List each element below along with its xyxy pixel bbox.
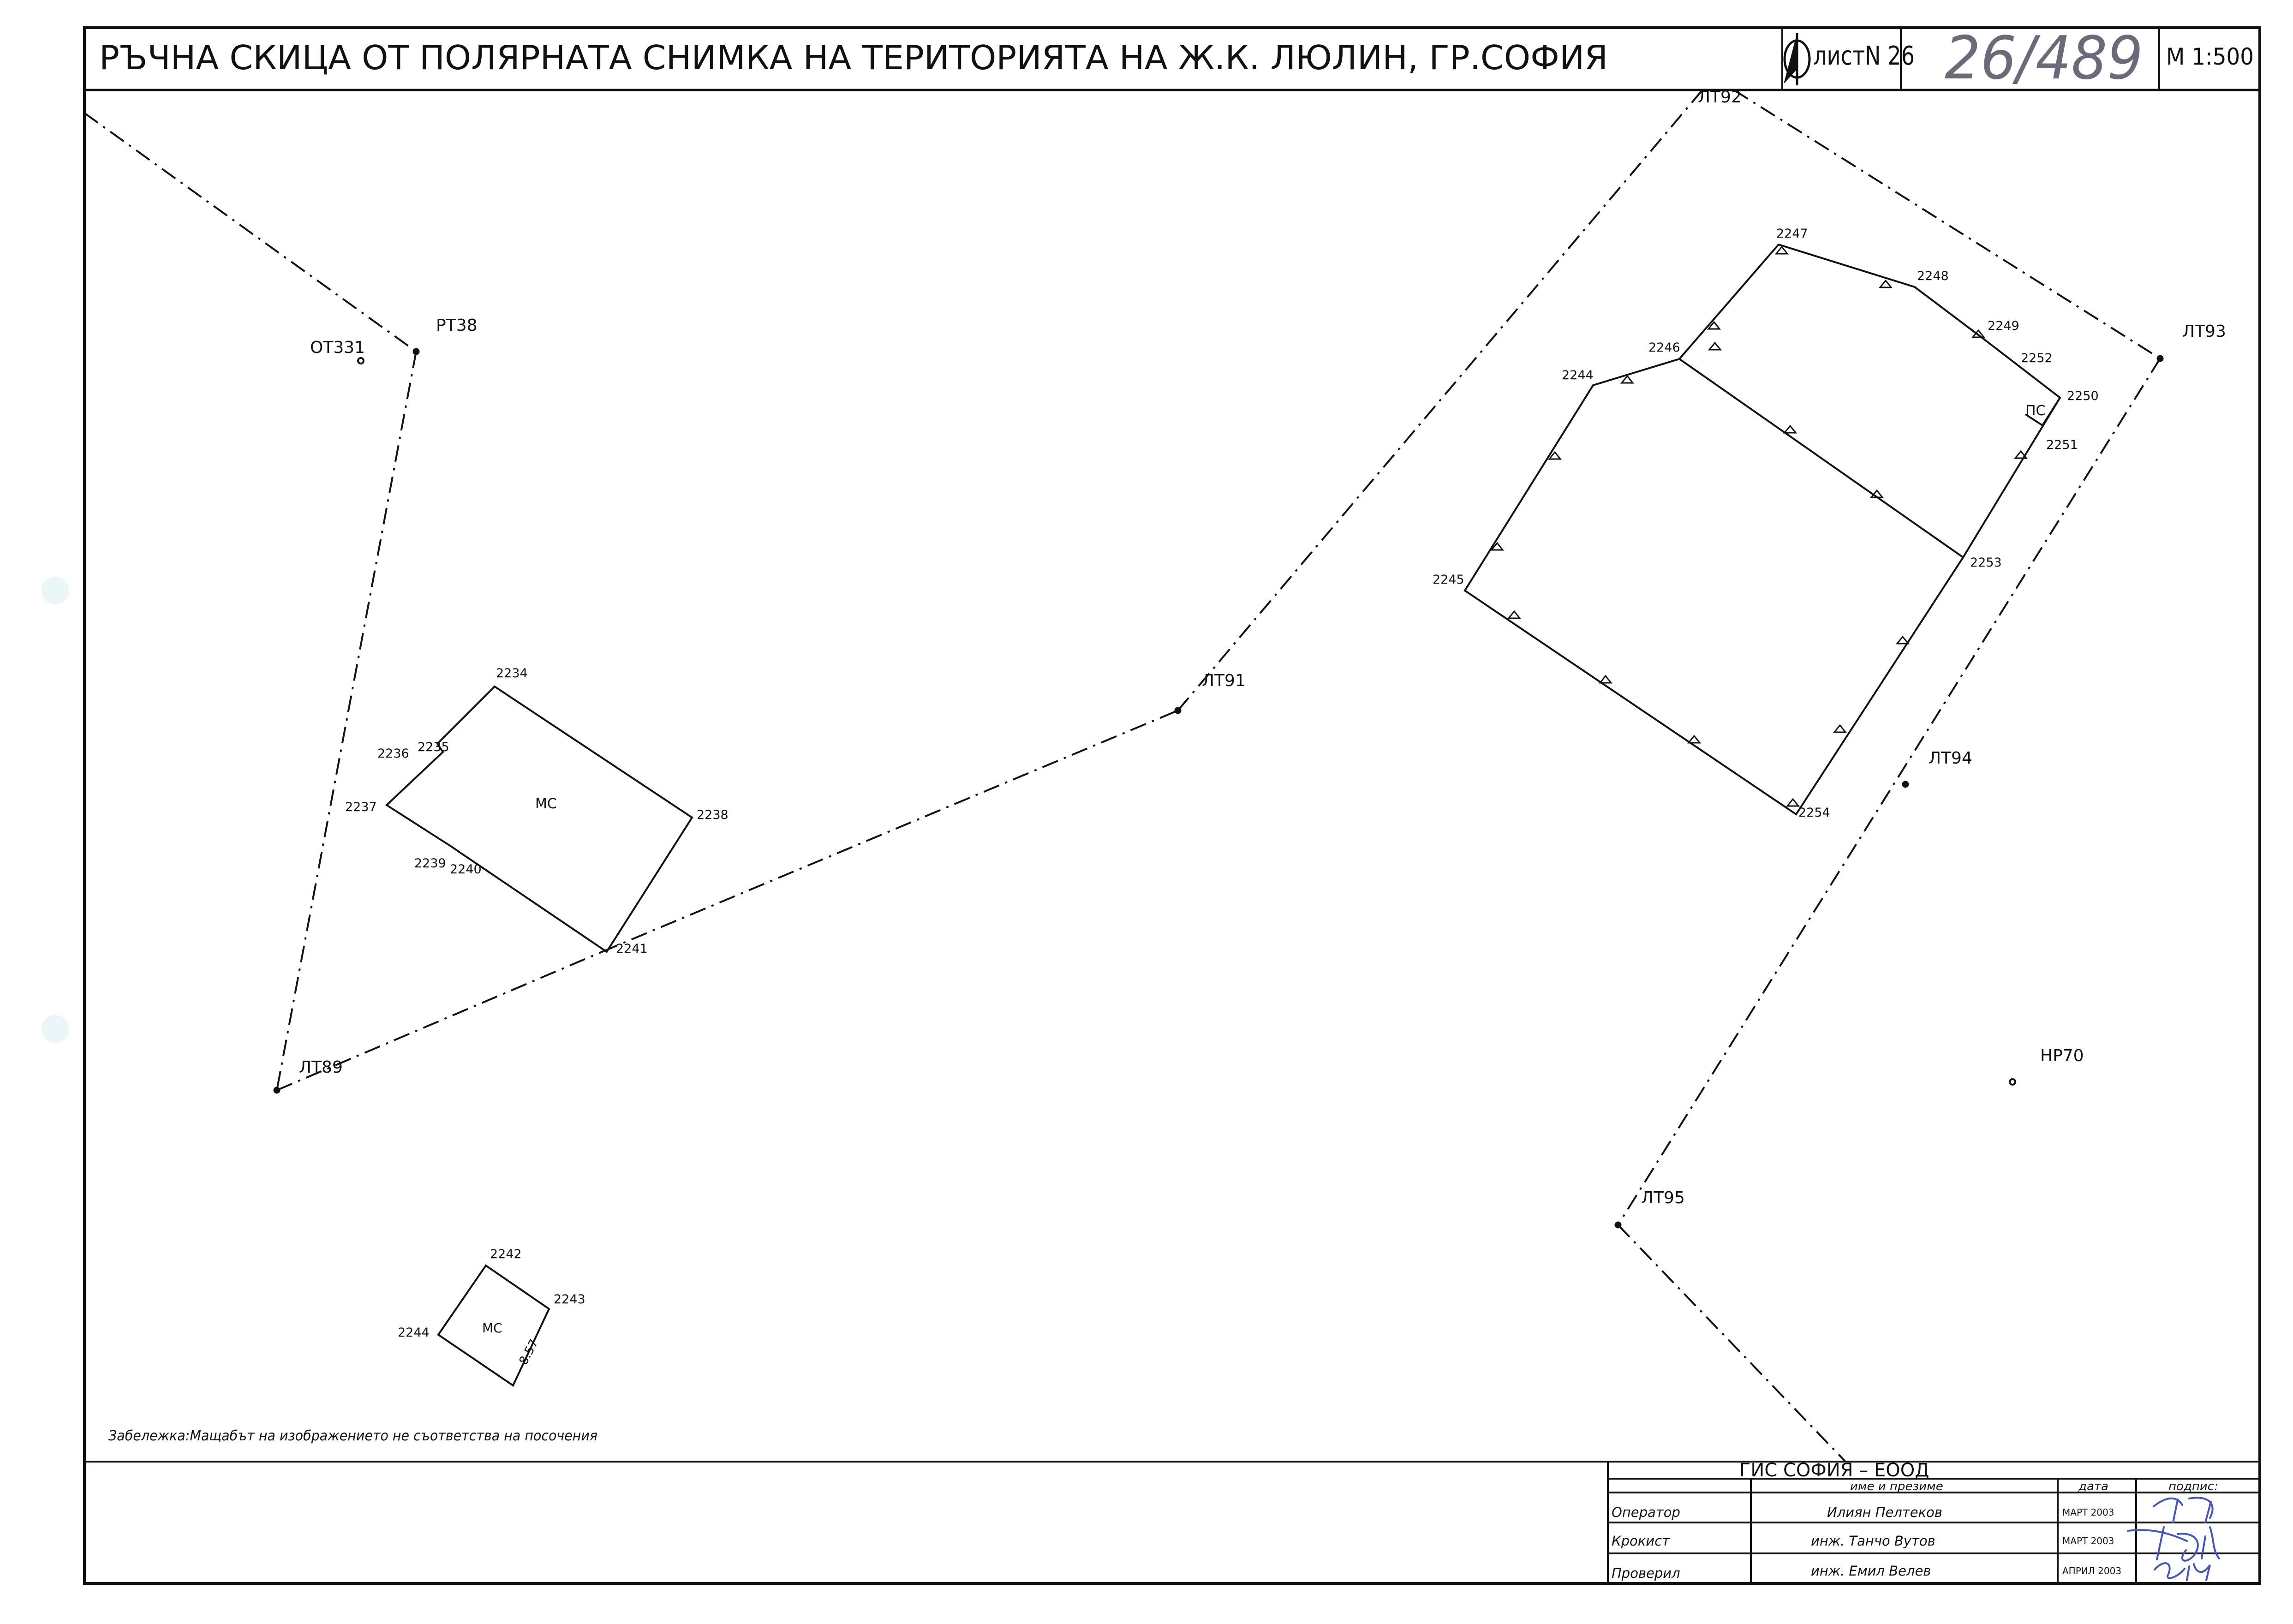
vertex-2243: 2243 <box>554 1292 585 1307</box>
boundary-lt93-lt95 <box>1617 358 2161 1226</box>
signature-checker-icon <box>2154 1562 2211 1581</box>
boundary-lt91-lt92 <box>1177 89 1703 711</box>
label-lt95: ЛТ95 <box>1641 1188 1685 1207</box>
boundary-2241-lt91 <box>602 710 1178 953</box>
vertex-2246: 2246 <box>1648 340 1680 355</box>
boundary-lt89-2241 <box>276 951 603 1091</box>
signature-sketcher-icon <box>2127 1526 2220 1562</box>
row-date-sketcher: МАРТ 2003 <box>2062 1535 2114 1546</box>
vertex-2234: 2234 <box>496 666 528 681</box>
point-lt89-marker <box>273 1087 281 1094</box>
row-name-sketcher: инж. Танчо Вутов <box>1811 1533 1935 1549</box>
scale-label: М 1:500 <box>2166 43 2254 70</box>
label-lt92: ЛТ92 <box>1698 88 1742 107</box>
label-ot331: ОТ331 <box>310 338 365 357</box>
annex-ps-label: ПС <box>2025 403 2046 419</box>
label-lt93: ЛТ93 <box>2182 322 2226 341</box>
survey-points <box>273 348 2164 1229</box>
point-lt91-marker <box>1174 707 1182 714</box>
row-date-checker: АПРИЛ 2003 <box>2062 1565 2121 1576</box>
vertex-2247: 2247 <box>1776 227 1808 241</box>
point-lt93-marker <box>2156 355 2164 362</box>
boundary-lines <box>84 89 2161 1463</box>
vertex-2251: 2251 <box>2046 438 2078 452</box>
building-2-label: МС <box>482 1320 502 1336</box>
vertex-2242: 2242 <box>490 1247 522 1261</box>
north-arrow-icon <box>1783 33 1811 85</box>
boundary-lt95-bottom <box>1617 1224 1846 1463</box>
row-role-sketcher: Крокист <box>1612 1533 1670 1549</box>
label-np70: НР70 <box>2040 1046 2084 1065</box>
label-rt38: РТ38 <box>436 316 478 335</box>
boundary-rt38-lt89 <box>276 351 417 1091</box>
col-sign-header: подпис: <box>2168 1480 2218 1493</box>
building-3 <box>1463 243 2061 816</box>
handwritten-sheet-number: 26/489 <box>1945 24 2143 93</box>
vertex-2236: 2236 <box>377 746 409 761</box>
vertex-2239: 2239 <box>414 856 446 871</box>
label-lt94: ЛТ94 <box>1929 749 1972 768</box>
vertex-2252: 2252 <box>2021 351 2053 365</box>
vertex-2235: 2235 <box>418 740 449 754</box>
building-2-outline <box>437 1264 550 1387</box>
point-ot331-marker <box>357 357 364 364</box>
title-block <box>1607 1462 2260 1583</box>
vertex-2254: 2254 <box>1798 806 1830 820</box>
vertex-2237: 2237 <box>345 800 377 814</box>
point-lt94-marker <box>1902 781 1909 788</box>
signature-operator-icon <box>2153 1497 2214 1523</box>
vertex-2241: 2241 <box>616 942 648 956</box>
building-1-vertex-labels: 2234 2235 2236 2237 2238 2239 2240 2241 <box>345 666 729 956</box>
outer-frame <box>83 26 2261 1585</box>
label-lt89: ЛТ89 <box>299 1058 343 1077</box>
row-date-operator: МАРТ 2003 <box>2062 1507 2114 1518</box>
vertex-2244: 2244 <box>1562 368 1594 382</box>
vertex-2244-small: 2244 <box>398 1325 430 1340</box>
point-rt38-marker <box>412 348 420 355</box>
row-role-checker: Проверил <box>1612 1565 1680 1581</box>
building-3-outline <box>1463 243 2061 816</box>
vertex-2248: 2248 <box>1917 269 1949 283</box>
row-role-operator: Оператор <box>1612 1505 1680 1520</box>
edge-triangle-marks <box>1490 245 2028 807</box>
building-3-inner-line <box>1678 358 1964 558</box>
punch-hole-top <box>42 577 69 604</box>
vertex-2238: 2238 <box>697 808 729 822</box>
sheet-number: листN 26 <box>1813 41 1915 71</box>
building-1-outline <box>385 685 693 953</box>
survey-point-labels: ОТ331 РТ38 ЛТ89 ЛТ91 ЛТ92 ЛТ93 ЛТ94 ЛТ95… <box>299 88 2226 1207</box>
punch-hole-bottom <box>42 1015 69 1043</box>
vertex-2253: 2253 <box>1970 555 2002 570</box>
scale-note: Забележка:Мащабът на изображението не съ… <box>108 1428 597 1444</box>
sheet-title: РЪЧНА СКИЦА ОТ ПОЛЯРНАТА СНИМКА НА ТЕРИТ… <box>99 38 1608 77</box>
row-name-operator: Илиян Пелтеков <box>1827 1505 1942 1520</box>
boundary-top-left <box>84 112 417 352</box>
building-3-vertex-labels: 2244 2245 2246 2247 2248 2249 2250 2251 … <box>1433 227 2099 820</box>
annex-ps-outline <box>2024 397 2061 427</box>
point-lt95-marker <box>1614 1221 1622 1229</box>
building-1-label: МС <box>535 796 557 812</box>
signatures <box>2127 1497 2220 1581</box>
point-np70-marker <box>2009 1078 2016 1086</box>
col-date-header: дата <box>2078 1480 2108 1493</box>
vertex-2250: 2250 <box>2067 389 2099 403</box>
building-2-dimension: 8.57 <box>517 1337 542 1367</box>
company-name: ГИС СОФИЯ – ЕООД <box>1739 1460 1929 1481</box>
vertex-2240: 2240 <box>450 862 482 877</box>
label-lt91: ЛТ91 <box>1202 671 1246 690</box>
row-name-checker: инж. Емил Велев <box>1811 1563 1931 1579</box>
col-name-header: име и презиме <box>1850 1480 1943 1493</box>
building-2-vertex-labels: 2242 2243 2244 <box>398 1247 585 1340</box>
vertex-2245: 2245 <box>1433 573 1464 587</box>
vertex-2249: 2249 <box>1988 319 2019 333</box>
boundary-top-lt93 <box>1733 89 2161 359</box>
title-block-text: ГИС СОФИЯ – ЕООД име и презиме дата подп… <box>1612 1460 2218 1581</box>
